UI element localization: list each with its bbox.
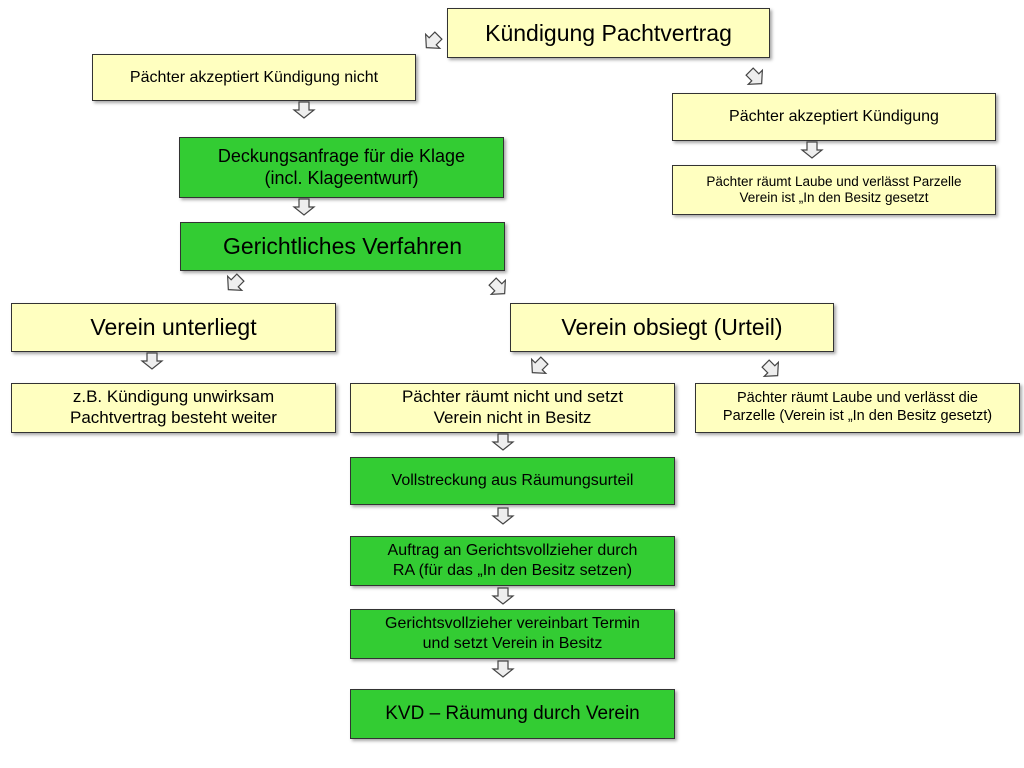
arrow-down-right-icon	[761, 359, 780, 378]
arrow-down-icon	[292, 198, 316, 216]
arrow-down-left-icon	[226, 273, 245, 292]
box-kvd-raeumung: KVD – Räumung durch Verein	[350, 689, 675, 739]
arrow-down-icon	[491, 660, 515, 678]
box-gerichtsvollzieher-termin: Gerichtsvollzieher vereinbart Termin und…	[350, 609, 675, 659]
box-paechter-raeumt-laube-unten: Pächter räumt Laube und verlässt die Par…	[695, 383, 1020, 433]
box-paechter-raeumt-nicht-line2: Verein nicht in Besitz	[433, 408, 592, 427]
box-kuendigung-label: Kündigung Pachtvertrag	[485, 19, 732, 46]
box-paechter-akzeptiert-label: Pächter akzeptiert Kündigung	[729, 108, 939, 126]
box-verein-unterliegt-label: Verein unterliegt	[90, 314, 257, 341]
box-kuendigung-unwirksam: z.B. Kündigung unwirksam Pachtvertrag be…	[11, 383, 336, 433]
box-kuendigung-unwirksam-line1: z.B. Kündigung unwirksam	[72, 387, 275, 407]
arrow-down-right-icon	[745, 67, 764, 86]
box-auftrag-line1: Auftrag an Gerichtsvollzieher durch	[387, 542, 638, 560]
box-paechter-raeumt-laube-line2: Parzelle (Verein ist „In den Besitz gese…	[722, 408, 993, 424]
box-verein-unterliegt: Verein unterliegt	[11, 303, 336, 352]
box-kvd-label: KVD – Räumung durch Verein	[385, 703, 640, 725]
box-deckungsanfrage: Deckungsanfrage für die Klage (incl. Kla…	[179, 137, 504, 198]
box-verein-obsiegt: Verein obsiegt (Urteil)	[510, 303, 834, 352]
box-paechter-akzeptiert-nicht: Pächter akzeptiert Kündigung nicht	[92, 54, 416, 101]
box-paechter-raeumt-line1: Pächter räumt Laube und verlässt Parzell…	[706, 173, 962, 189]
box-paechter-raeumt-nicht-line1: Pächter räumt nicht und setzt	[401, 387, 624, 407]
box-paechter-raeumt-laube-oben: Pächter räumt Laube und verlässt Parzell…	[672, 165, 996, 215]
arrow-down-icon	[491, 587, 515, 605]
arrow-down-right-icon	[488, 277, 507, 296]
box-paechter-raeumt-laube-line1: Pächter räumt Laube und verlässt die	[737, 390, 978, 407]
box-gerichtliches-verfahren: Gerichtliches Verfahren	[180, 222, 505, 271]
arrow-down-icon	[800, 141, 824, 159]
arrow-down-icon	[292, 101, 316, 119]
box-paechter-raeumt-nicht: Pächter räumt nicht und setzt Verein nic…	[350, 383, 675, 433]
box-verein-obsiegt-label: Verein obsiegt (Urteil)	[561, 314, 783, 341]
box-termin-line1: Gerichtsvollzieher vereinbart Termin	[385, 615, 640, 633]
box-vollstreckung-label: Vollstreckung aus Räumungsurteil	[391, 472, 634, 490]
box-vollstreckung: Vollstreckung aus Räumungsurteil	[350, 457, 675, 505]
box-kuendigung-unwirksam-line2: Pachtvertrag besteht weiter	[70, 408, 277, 427]
arrow-down-left-icon	[424, 31, 443, 50]
box-termin-line2: und setzt Verein in Besitz	[422, 635, 603, 652]
box-auftrag-gerichtsvollzieher: Auftrag an Gerichtsvollzieher durch RA (…	[350, 536, 675, 586]
arrow-down-icon	[140, 352, 164, 370]
box-kuendigung-pachtvertrag: Kündigung Pachtvertrag	[447, 8, 770, 58]
arrow-down-icon	[491, 433, 515, 451]
box-deckungsanfrage-line1: Deckungsanfrage für die Klage	[217, 145, 466, 166]
box-paechter-akzeptiert: Pächter akzeptiert Kündigung	[672, 93, 996, 141]
box-auftrag-line2: RA (für das „In den Besitz setzen)	[392, 562, 633, 579]
arrow-down-icon	[491, 507, 515, 525]
box-paechter-akzeptiert-nicht-label: Pächter akzeptiert Kündigung nicht	[129, 68, 379, 86]
box-gerichtliches-verfahren-label: Gerichtliches Verfahren	[222, 233, 463, 260]
box-paechter-raeumt-line2: Verein ist „In den Besitz gesetzt	[739, 190, 929, 205]
box-deckungsanfrage-line2: (incl. Klageentwurf)	[264, 167, 419, 188]
arrow-down-left-icon	[530, 356, 549, 375]
